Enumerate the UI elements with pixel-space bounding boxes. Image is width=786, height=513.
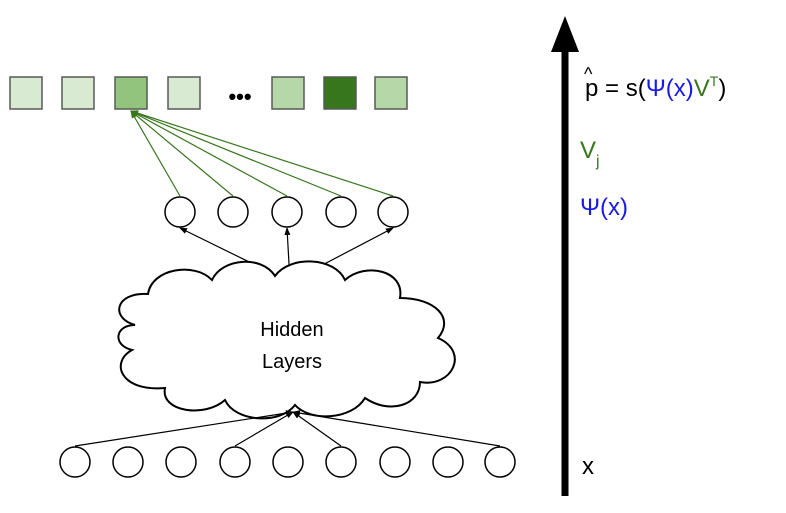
- cloud-label-line2: Layers: [262, 351, 322, 373]
- input-node: [112, 446, 144, 478]
- p-hat-symbol: p: [585, 75, 598, 102]
- embedding-node: [164, 196, 196, 228]
- output-square: [271, 76, 305, 110]
- output-square: [61, 76, 95, 110]
- input-arrow: [292, 411, 342, 447]
- output-weight-edges: [130, 110, 394, 197]
- output-square: [167, 76, 201, 110]
- input-node: [432, 446, 464, 478]
- input-node: [325, 446, 357, 478]
- green-edge: [130, 110, 394, 197]
- embedding-layer: [164, 196, 409, 228]
- svg-text:p = s(Ψ(x)VT): p = s(Ψ(x)VT): [585, 73, 726, 102]
- forward-axis-arrow: [551, 16, 579, 496]
- formula-sup: T: [710, 73, 719, 89]
- prediction-formula: p = s(Ψ(x)VT) ^: [584, 64, 726, 102]
- formula-close: ): [718, 75, 726, 102]
- output-layer: [9, 76, 408, 110]
- input-node: [484, 446, 516, 478]
- embedding-node: [325, 196, 357, 228]
- formula-v: V: [694, 75, 710, 102]
- green-edge: [130, 110, 342, 197]
- embedding-node: [217, 196, 249, 228]
- hidden-layers-cloud: Hidden Layers: [117, 260, 456, 420]
- cloud-label-line1: Hidden: [260, 319, 323, 341]
- green-edge: [130, 110, 288, 197]
- green-edge: [130, 110, 234, 197]
- vj-label: Vj: [580, 137, 600, 170]
- input-arrow: [292, 410, 501, 447]
- vj-main: V: [580, 137, 596, 164]
- green-edge: [130, 110, 181, 197]
- output-ellipsis: •••: [228, 84, 251, 109]
- input-arrow: [74, 410, 294, 447]
- input-node: [165, 446, 197, 478]
- input-layer: [59, 446, 516, 478]
- input-node: [59, 446, 91, 478]
- output-square: [374, 76, 408, 110]
- formula-psi: Ψ(x): [646, 75, 694, 102]
- hat-accent: ^: [584, 64, 593, 84]
- input-arrow: [234, 411, 294, 447]
- output-square: [9, 76, 43, 110]
- x-label: x: [582, 453, 594, 480]
- psi-label: Ψ(x): [580, 194, 628, 221]
- output-square: [114, 76, 148, 110]
- vj-sub: j: [595, 153, 600, 170]
- embedding-node: [377, 196, 409, 228]
- input-node: [272, 446, 304, 478]
- input-to-cloud-edges: [74, 410, 501, 447]
- input-node: [219, 446, 251, 478]
- input-node: [379, 446, 411, 478]
- output-square: [323, 76, 357, 110]
- formula-eq: = s(: [598, 75, 645, 102]
- embedding-node: [271, 196, 303, 228]
